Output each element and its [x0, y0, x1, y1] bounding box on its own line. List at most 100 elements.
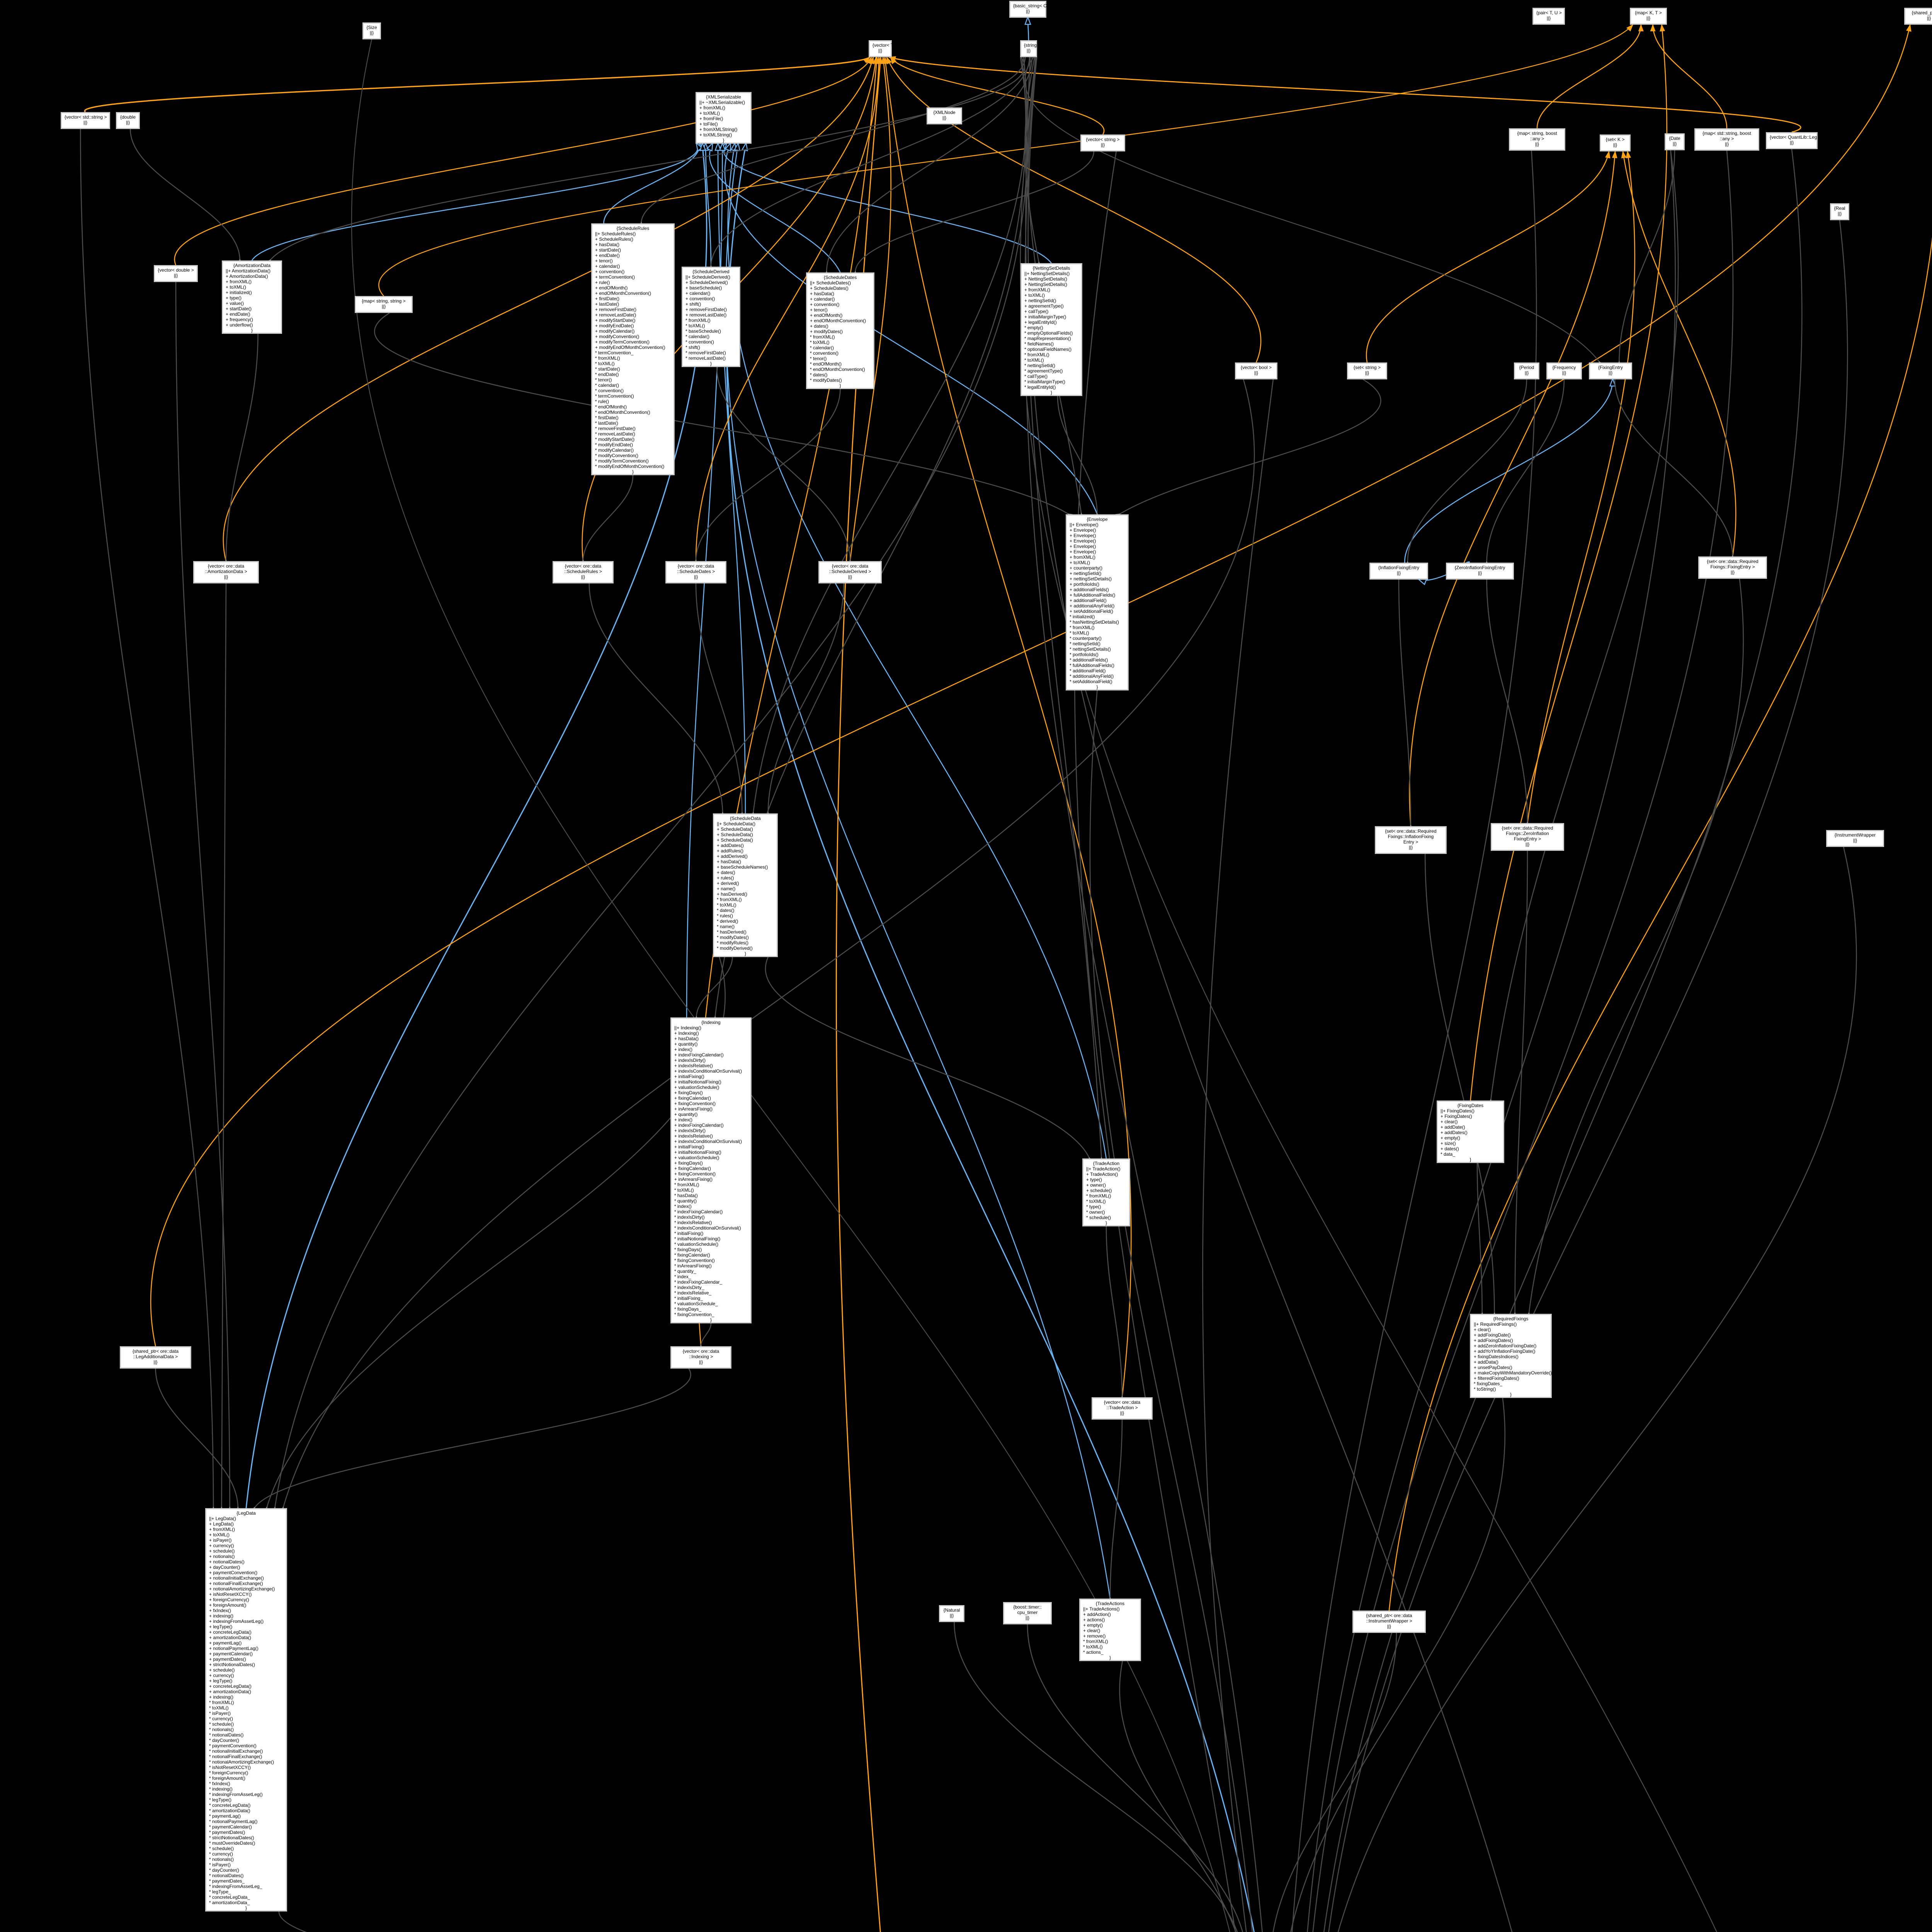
member-line: * amortizationData(): [209, 1808, 250, 1813]
class-node-inflentry[interactable]: {InflationFixingEntry||}: [1369, 563, 1428, 580]
member-line: * convention(): [685, 339, 714, 345]
class-title-line: {shared_ptr< ore::data: [132, 1349, 179, 1354]
class-node-mapKT[interactable]: {map< K, T >||}: [1630, 8, 1667, 25]
member-line: + valuationSchedule(): [674, 1085, 719, 1090]
member-line: * fixingCalendar(): [674, 1252, 710, 1258]
class-node-spinstwrap[interactable]: {shared_ptr< ore::data::InstrumentWrappe…: [1352, 1611, 1426, 1633]
class-node-legdata[interactable]: {LegData||+ LegData()+ LegData()+ fromXM…: [205, 1508, 287, 1912]
edge-o-vecleg-vecT: [888, 56, 1801, 133]
class-node-schedrules[interactable]: {ScheduleRules||+ ScheduleRules()+ Sched…: [591, 223, 675, 475]
class-node-pairTU[interactable]: {pair< T, U >||}: [1532, 8, 1565, 25]
member-line: + addDate(): [1440, 1124, 1465, 1130]
class-node-vecdates[interactable]: {vector< ore::data::ScheduleDates >||}: [665, 561, 726, 583]
edge-g-setzeroinfl-zeroinflentry: [1486, 579, 1527, 823]
member-line: ||+ ScheduleRules(): [595, 231, 636, 236]
edge-g-tradeaction-scheddata: [765, 957, 1090, 1158]
member-line: + fullAdditionalFields(): [1070, 592, 1116, 598]
class-node-nettingset[interactable]: {NettingSetDetails||+ NettingSetDetails(…: [1020, 263, 1082, 396]
edge-o-vecstr-vecT: [890, 56, 1105, 135]
edge-g-legdata-vecdbl: [175, 282, 230, 1508]
class-node-setstr[interactable]: {set< string >||}: [1347, 362, 1387, 379]
class-node-dbl[interactable]: {double||}: [116, 112, 140, 129]
class-node-fixentry[interactable]: {FixingEntry||}: [1589, 362, 1632, 379]
class-node-mapstdstrany[interactable]: {map< std::string, boost::any >||}: [1694, 128, 1759, 151]
class-node-naturalN[interactable]: {Natural||}: [939, 1605, 964, 1622]
edge-o-vecbool-vecT: [886, 56, 1262, 363]
member-line: * modifyCalendar(): [595, 447, 634, 453]
class-node-basicstr[interactable]: {basic_string< Char >||}: [1009, 1, 1058, 18]
class-node-vecleg[interactable]: {vector< QuantLib::Leg >||}: [1766, 132, 1821, 149]
member-line: * lastDate(): [595, 420, 619, 426]
class-node-mapstrstr[interactable]: {map< string, string >||}: [355, 296, 413, 313]
member-line: + agreementType(): [1024, 303, 1064, 309]
edge-g-trade-naturalN: [954, 1622, 1238, 1932]
class-node-sptrT[interactable]: {shared_ptr< T >||}: [1904, 8, 1932, 25]
class-node-splegadd[interactable]: {shared_ptr< ore::data::LegAdditionalDat…: [120, 1346, 191, 1369]
member-line: * removeLastDate(): [685, 355, 726, 361]
member-line: * concreteLegData(): [209, 1803, 251, 1808]
member-line: + Envelope(): [1070, 549, 1096, 554]
class-node-vecdbl[interactable]: {vector< double >||}: [154, 265, 198, 282]
class-title-line: {double: [120, 114, 136, 120]
class-node-zeroinflentry[interactable]: {ZeroInflationFixingEntry||}: [1446, 563, 1514, 580]
member-line: + indexIsConditionalOnSurvival(): [674, 1068, 742, 1074]
class-title-line: ||}: [1546, 15, 1551, 21]
class-title-line: ||}: [1524, 370, 1529, 376]
member-line: + endDate(): [226, 311, 250, 317]
class-node-reqfix[interactable]: {RequiredFixings||+ RequiredFixings()+ c…: [1470, 1314, 1552, 1398]
class-node-vecstr[interactable]: {vector< string >||}: [1080, 134, 1125, 151]
member-line: ||+ RequiredFixings(): [1474, 1321, 1517, 1327]
edge-g-setfix-fixentry: [1614, 379, 1733, 556]
class-node-real[interactable]: {Real||}: [1830, 203, 1849, 220]
class-title-line: Entry >: [1403, 839, 1418, 845]
member-line: * convention(): [595, 388, 624, 393]
edge-g-trade-date: [1307, 150, 1676, 1932]
member-line: * fromXML(): [717, 897, 742, 902]
class-node-scheddates[interactable]: {ScheduleDates||+ ScheduleDates()+ Sched…: [806, 272, 874, 389]
class-node-vecT[interactable]: {vector< T >||}: [869, 40, 897, 57]
class-node-vecbool[interactable]: {vector< bool >||}: [1235, 362, 1277, 379]
class-node-fixdates[interactable]: {FixingDates||+ FixingDates()+ FixingDat…: [1437, 1100, 1504, 1163]
member-line: + modifyStartDate(): [595, 318, 636, 323]
class-node-freq[interactable]: {Frequency||}: [1546, 362, 1582, 379]
edge-b-schedderived-xmlser: [702, 141, 712, 267]
class-node-vecindexing[interactable]: {vector< ore::data::Indexing >||}: [670, 1346, 731, 1369]
class-title-line: ::any >: [1719, 136, 1734, 141]
class-node-vecderived[interactable]: {vector< ore::data::ScheduleDerived >||}: [818, 561, 882, 583]
member-line: + termConvention(): [595, 274, 635, 280]
edge-o-splegadd-sptrT: [150, 24, 1912, 1347]
class-node-schedderived[interactable]: {ScheduleDerived||+ ScheduleDerived()+ S…: [682, 267, 740, 367]
class-node-vecrules[interactable]: {vector< ore::data::ScheduleRules >||}: [553, 561, 614, 583]
class-node-vecstdstr[interactable]: {vector< std::string >||}: [61, 112, 110, 129]
class-node-period[interactable]: {Period||}: [1514, 362, 1539, 379]
class-node-str[interactable]: {string||}: [1020, 40, 1037, 57]
member-line: * notionalFinalExchange(): [209, 1754, 262, 1759]
class-node-envelope[interactable]: {Envelope||+ Envelope()+ Envelope()+ Env…: [1066, 514, 1129, 690]
class-node-tradeaction[interactable]: {TradeAction||+ TradeAction()+ TradeActi…: [1082, 1158, 1130, 1226]
class-node-cputimer[interactable]: {boost::timer::cpu_timer||}: [1003, 1602, 1052, 1624]
class-node-xmlser[interactable]: {XMLSerializable||+ ~XMLSerializable()+ …: [696, 92, 752, 144]
class-node-vectradeaction[interactable]: {vector< ore::data::TradeAction >||}: [1092, 1397, 1153, 1420]
class-node-scheddata[interactable]: {ScheduleData||+ ScheduleData()+ Schedul…: [713, 813, 778, 957]
class-node-date[interactable]: {Date||}: [1665, 133, 1685, 150]
class-node-indexing[interactable]: {Indexing||+ Indexing()+ Indexing()+ has…: [670, 1017, 752, 1323]
member-line: * toXML(): [1070, 630, 1089, 636]
member-line: + firstDate(): [595, 296, 620, 301]
class-node-vecamort[interactable]: {vector< ore::data::AmortizationData >||…: [193, 561, 259, 583]
class-node-mapstrany[interactable]: {map< string, boost::any >||}: [1509, 128, 1565, 151]
class-node-setK[interactable]: {set< K >||}: [1600, 134, 1631, 151]
member-line: * fromXML(): [209, 1700, 234, 1705]
member-line: + rule(): [595, 280, 610, 285]
class-node-amort[interactable]: {AmortizationData||+ AmortizationData()+…: [222, 260, 282, 334]
class-node-xmlnode[interactable]: {XMLNode||}: [927, 107, 962, 124]
class-title-line: ||}: [1613, 142, 1617, 148]
member-line: * derived(): [717, 918, 738, 924]
class-title-line: Fixings::FixingEntry >: [1710, 564, 1755, 570]
member-line: + removeLastDate(): [685, 312, 727, 318]
class-node-sizeN[interactable]: {Size||}: [362, 22, 381, 39]
class-node-tradeactions[interactable]: {TradeActions||+ TradeActions()+ addActi…: [1079, 1599, 1141, 1661]
class-node-instwrap[interactable]: {InstrumentWrapper||}: [1826, 830, 1884, 847]
